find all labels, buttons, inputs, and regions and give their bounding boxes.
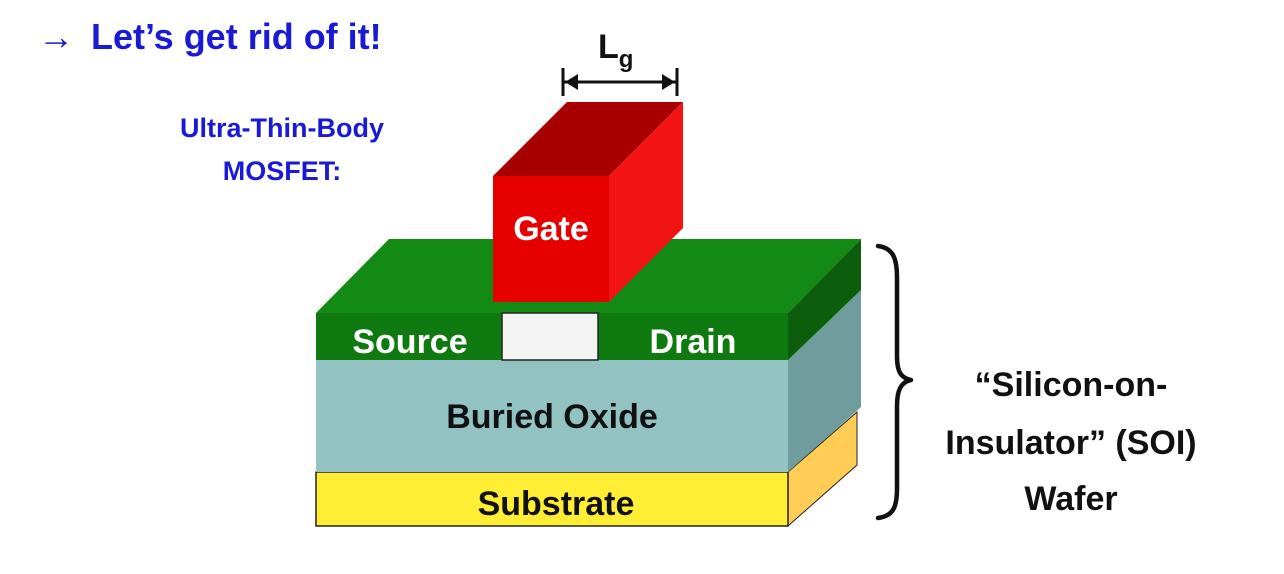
buried-oxide-side-face xyxy=(788,290,861,472)
buried-oxide-label: Buried Oxide xyxy=(446,398,658,436)
drain-label: Drain xyxy=(650,323,737,361)
header-title: Let’s get rid of it! xyxy=(91,16,382,57)
device-caption-line2: MOSFET: xyxy=(223,156,342,186)
gate-length-label: Lg xyxy=(598,28,633,73)
source-label: Source xyxy=(352,323,467,361)
buried-oxide-front-face xyxy=(316,360,788,472)
gate-label: Gate xyxy=(513,210,589,248)
wafer-label-line3: Wafer xyxy=(1024,480,1117,518)
gate-side-face xyxy=(609,102,683,302)
wafer-label-line1: “Silicon-on- xyxy=(975,366,1168,404)
gate-top-face xyxy=(493,102,683,176)
gate-length-subscript: g xyxy=(619,46,634,73)
gate-length-left-arrowhead xyxy=(565,74,578,90)
header-arrow-icon: → xyxy=(38,16,74,57)
gate-front-face xyxy=(493,176,609,302)
wafer-label-line2: Insulator” (SOI) xyxy=(945,424,1196,462)
wafer-curly-brace xyxy=(875,243,914,521)
substrate-front-face xyxy=(315,471,789,527)
gate-length-right-arrowhead xyxy=(662,74,675,90)
silicon-side-face xyxy=(788,239,861,360)
substrate-label: Substrate xyxy=(478,485,635,523)
device-caption-line1: Ultra-Thin-Body xyxy=(180,113,384,143)
channel-region xyxy=(501,312,599,361)
